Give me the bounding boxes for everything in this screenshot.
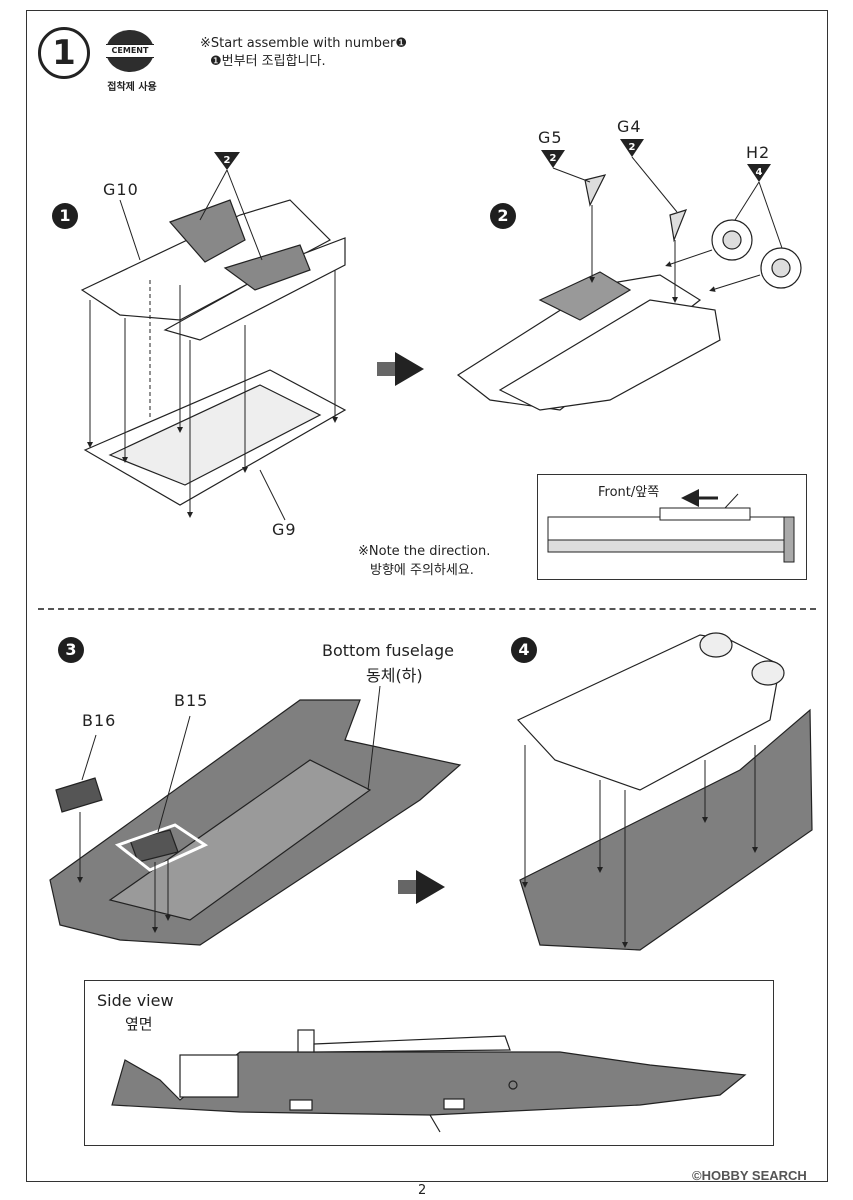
page-number: 2 xyxy=(418,1183,427,1198)
section-divider xyxy=(38,608,816,610)
step4-intake-assembly xyxy=(517,634,781,791)
substep-3-badge: 3 xyxy=(58,637,84,663)
side-view-label-en: Side view xyxy=(97,991,174,1010)
front-label: Front/앞쪽 xyxy=(598,485,660,500)
g5-part xyxy=(584,174,607,207)
part-label-g10: G10 xyxy=(103,180,139,199)
step4-drawing xyxy=(517,632,813,951)
part-label-b16: B16 xyxy=(82,711,117,730)
assembled-frame-lower xyxy=(498,299,721,411)
cement-badge: CEMENT xyxy=(106,44,154,58)
substep-2-badge: 2 xyxy=(490,203,516,229)
cement-caption: 접착제 사용 xyxy=(107,82,157,93)
front-direction-diagram xyxy=(547,489,795,563)
qty-h2: 4 xyxy=(756,167,763,178)
part-label-g5: G5 xyxy=(538,128,563,147)
step3-drawing xyxy=(49,699,462,946)
qty-triangle-g5: 2 xyxy=(541,150,565,168)
step3-guide-lines xyxy=(77,685,381,933)
bottom-fuselage-label-ko: 동체(하) xyxy=(366,666,423,685)
step-number: 1 xyxy=(38,27,90,79)
direction-note-en: ※Note the direction. xyxy=(358,544,491,559)
qty-triangle-g4: 2 xyxy=(620,139,644,157)
bottom-fuselage-label-en: Bottom fuselage xyxy=(322,641,454,660)
qty-triangle-h2: 4 xyxy=(747,164,771,182)
qty-triangle-g10: 2 xyxy=(214,152,240,170)
assembled-cockpit xyxy=(538,271,632,321)
start-note-ko: ❶번부터 조립합니다. xyxy=(210,54,326,69)
watermark: ©HOBBY SEARCH xyxy=(692,1168,807,1183)
step2-guide-lines xyxy=(552,156,783,303)
side-view-drawing xyxy=(111,1029,747,1133)
step1-guide-lines xyxy=(87,169,338,521)
part-label-g4: G4 xyxy=(617,117,642,136)
g4-part xyxy=(669,209,688,243)
side-view-box: Side view 옆면 xyxy=(84,980,774,1146)
side-view-label-ko: 옆면 xyxy=(125,1015,153,1033)
b16-part xyxy=(55,777,103,813)
substep-1-badge: 1 xyxy=(52,203,78,229)
direction-note-ko: 방향에 주의하세요. xyxy=(370,563,474,578)
step-arrow-1 xyxy=(377,352,424,386)
step4-guide-lines xyxy=(522,745,758,948)
qty-g5: 2 xyxy=(550,153,557,164)
step2-drawing xyxy=(456,174,802,411)
front-direction-box: Front/앞쪽 xyxy=(537,474,807,580)
start-note-en: ※Start assemble with number❶ xyxy=(200,36,408,51)
step1-drawing xyxy=(80,199,347,506)
g10-cockpit-recess-2 xyxy=(223,244,311,291)
page-frame xyxy=(26,10,828,1182)
g9-floor-inner xyxy=(108,384,322,486)
step4-bottom-fuselage xyxy=(519,708,813,951)
substep-4-badge: 4 xyxy=(511,637,537,663)
qty-g4: 2 xyxy=(629,142,636,153)
g10-cockpit-recess-1 xyxy=(168,199,246,263)
step-arrow-2 xyxy=(398,870,445,904)
part-label-b15: B15 xyxy=(174,691,209,710)
part-label-g9: G9 xyxy=(272,520,297,539)
part-label-h2: H2 xyxy=(746,143,771,162)
qty-g10: 2 xyxy=(224,155,231,166)
